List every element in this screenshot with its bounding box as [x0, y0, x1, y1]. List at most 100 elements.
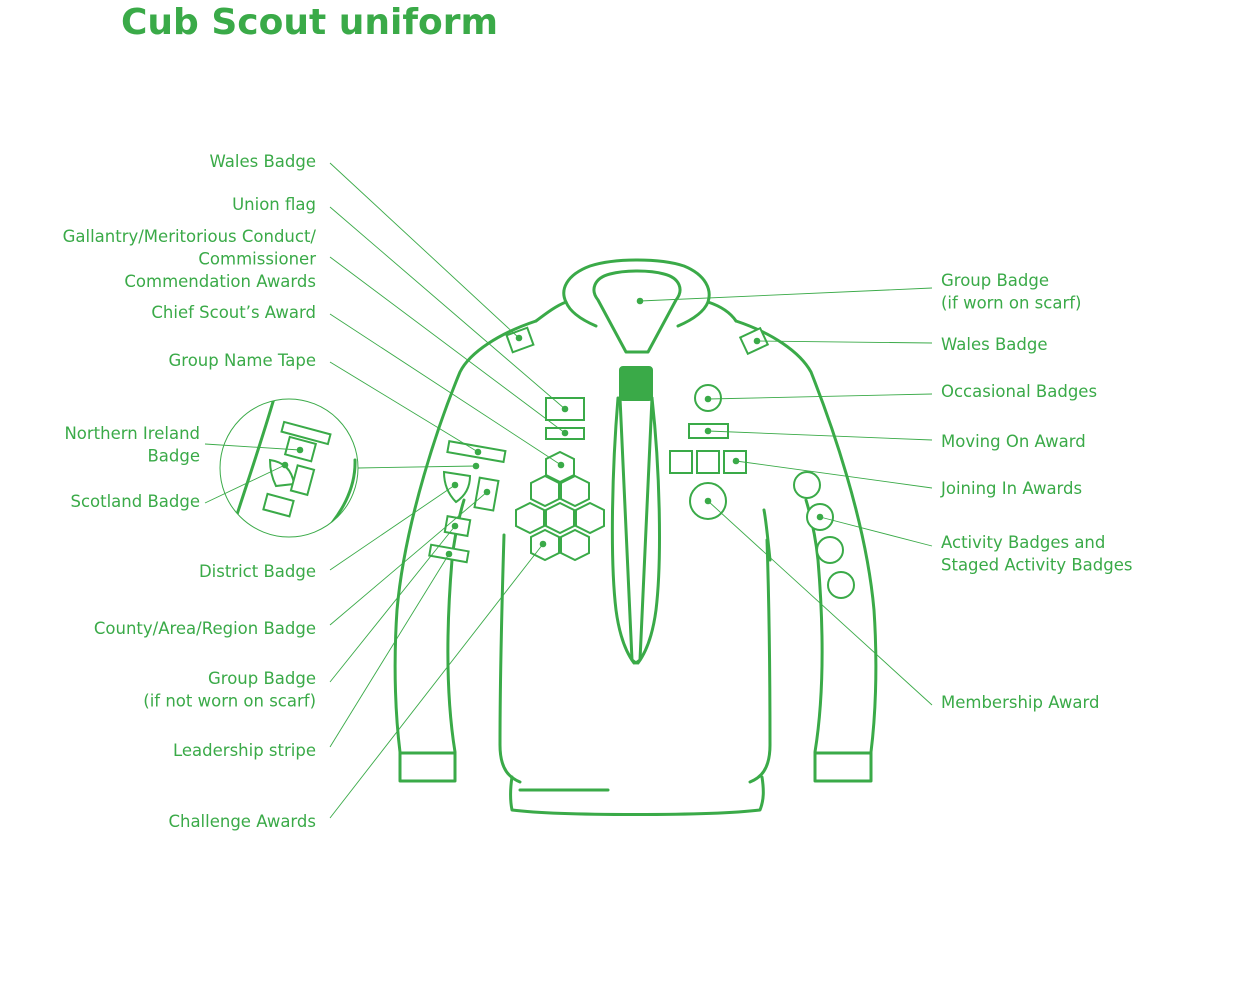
leader-line-challenge-awards — [329, 543, 544, 819]
label-line: Group Badge — [208, 669, 316, 688]
label-line: Leadership stripe — [173, 741, 316, 760]
leader-line-membership-award — [707, 500, 933, 706]
leader-line-group-name-tape — [329, 361, 479, 453]
inset-tape-shape — [280, 420, 332, 446]
activity-badge-shape — [827, 571, 855, 599]
label-membership-award: Membership Award — [941, 693, 1099, 712]
leader-line-leadership-stripe — [329, 553, 450, 748]
inset-connector-dot — [472, 462, 480, 470]
leader-line-occasional-badges — [707, 393, 933, 400]
label-line: Union flag — [232, 195, 316, 214]
challenge-award-hexes — [515, 450, 605, 562]
leader-dot-leadership-stripe — [445, 550, 453, 558]
label-line: Membership Award — [941, 693, 1099, 712]
label-line: Gallantry/Meritorious Conduct/ — [63, 227, 317, 246]
label-county-area-region-badge: County/Area/Region Badge — [94, 619, 316, 638]
label-line: Challenge Awards — [168, 812, 316, 831]
label-wales-badge-left: Wales Badge — [210, 152, 316, 171]
inset-county-shape — [289, 464, 316, 497]
activity-badge-shape — [793, 471, 821, 499]
leader-dot-activity-badges — [816, 513, 824, 521]
leader-dot-membership-award — [704, 497, 712, 505]
leader-dot-moving-on-award — [704, 427, 712, 435]
hex-badge — [560, 528, 590, 562]
leader-line-group-badge-not-scarf — [329, 525, 456, 683]
label-union-flag: Union flag — [232, 195, 316, 214]
label-line: Activity Badges and — [941, 533, 1105, 552]
label-line: Group Name Tape — [169, 351, 317, 370]
leader-dot-county-area-region-badge — [483, 488, 491, 496]
label-line: Wales Badge — [941, 335, 1047, 354]
leader-line-joining-in-awards — [735, 460, 933, 489]
jumper-outline — [393, 258, 878, 816]
label-line: Occasional Badges — [941, 382, 1097, 401]
leader-dot-gallantry-awards — [561, 429, 569, 437]
label-line: Joining In Awards — [940, 479, 1082, 498]
leader-dot-group-name-tape — [474, 448, 482, 456]
leader-line-district-badge — [329, 484, 456, 571]
hex-badge — [530, 474, 560, 508]
label-line: Northern Ireland — [64, 424, 200, 443]
label-leadership-stripe: Leadership stripe — [173, 741, 316, 760]
inset-group-shape — [262, 492, 295, 518]
leader-line-northern-ireland-badge — [204, 443, 301, 451]
label-challenge-awards: Challenge Awards — [168, 812, 316, 831]
hex-badge — [515, 501, 545, 535]
label-line: Group Badge — [941, 271, 1049, 290]
leader-lines — [204, 162, 933, 819]
label-line: (if not worn on scarf) — [143, 692, 316, 711]
label-line: Wales Badge — [210, 152, 316, 171]
label-group-badge-scarf: Group Badge (if worn on scarf) — [941, 271, 1081, 313]
label-chief-scouts-award: Chief Scout’s Award — [151, 303, 316, 322]
hex-badge — [575, 501, 605, 535]
label-line: Commissioner — [198, 250, 316, 269]
leader-dot-union-flag — [561, 405, 569, 413]
leader-line-activity-badges — [819, 516, 933, 547]
leader-dot-wales-badge-right — [753, 337, 761, 345]
scotland-badge-shape — [268, 458, 296, 488]
label-gallantry-awards: Gallantry/Meritorious Conduct/Commission… — [63, 227, 317, 291]
leader-dot-occasional-badges — [704, 395, 712, 403]
leader-line-union-flag — [329, 206, 566, 410]
label-line: Staged Activity Badges — [941, 556, 1132, 575]
label-line: County/Area/Region Badge — [94, 619, 316, 638]
leader-line-wales-badge-left — [329, 162, 520, 339]
leader-line-moving-on-award — [707, 430, 933, 441]
sleeve-inset — [219, 398, 359, 538]
leader-dot-chief-scouts-award — [557, 461, 565, 469]
inset-connector-line — [357, 465, 477, 469]
label-line: Commendation Awards — [124, 272, 316, 291]
joining-in-award-shape — [669, 450, 693, 474]
leader-line-scotland-badge — [204, 464, 286, 504]
label-line: (if worn on scarf) — [941, 294, 1081, 313]
leader-dot-group-badge-not-scarf — [451, 522, 459, 530]
label-occasional-badges: Occasional Badges — [941, 382, 1097, 401]
leader-dot-group-badge-scarf — [636, 297, 644, 305]
leader-dot-joining-in-awards — [732, 457, 740, 465]
activity-badge-shape — [816, 536, 844, 564]
joining-in-award-shape — [696, 450, 720, 474]
label-line: Scotland Badge — [70, 492, 200, 511]
leader-dot-district-badge — [451, 481, 459, 489]
hex-badge — [560, 474, 590, 508]
page-title: Cub Scout uniform — [121, 2, 498, 43]
leader-line-chief-scouts-award — [329, 313, 562, 466]
woggle — [619, 366, 653, 401]
label-line: District Badge — [199, 562, 316, 581]
label-line: Chief Scout’s Award — [151, 303, 316, 322]
label-wales-badge-right: Wales Badge — [941, 335, 1047, 354]
label-district-badge: District Badge — [199, 562, 316, 581]
label-group-name-tape: Group Name Tape — [169, 351, 317, 370]
label-scotland-badge: Scotland Badge — [70, 492, 200, 511]
label-line: Moving On Award — [941, 432, 1086, 451]
label-moving-on-award: Moving On Award — [941, 432, 1086, 451]
leader-dot-scotland-badge — [281, 461, 289, 469]
leader-dot-challenge-awards — [539, 540, 547, 548]
leader-line-county-area-region-badge — [329, 491, 488, 626]
hex-badge — [545, 501, 575, 535]
